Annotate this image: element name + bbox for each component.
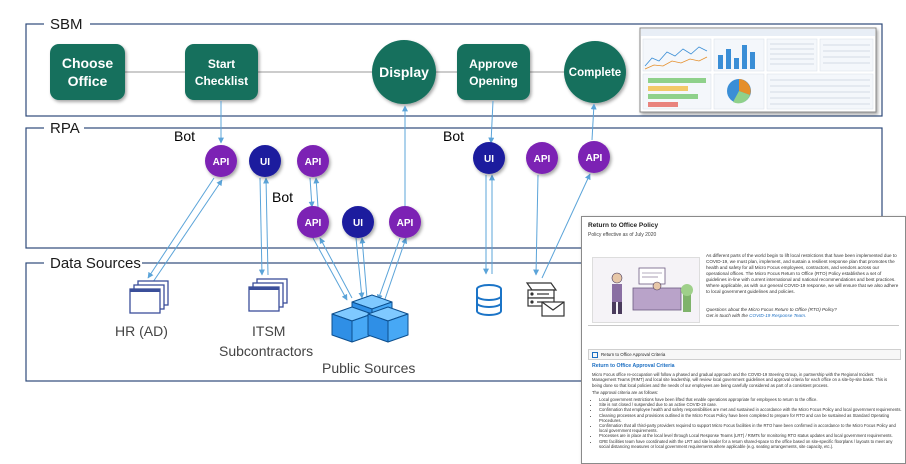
policy-title: Return to Office Policy xyxy=(588,222,659,229)
policy-contact-prefix: Get in touch with the xyxy=(706,313,748,318)
svg-text:Checklist: Checklist xyxy=(195,74,248,88)
svg-text:API: API xyxy=(305,218,322,229)
lane-label-rpa: RPA xyxy=(50,120,80,137)
mail-server-icon xyxy=(525,282,565,317)
svg-text:UI: UI xyxy=(260,157,270,168)
approval-criteria-toggle[interactable]: Return to Office Approval Criteria xyxy=(588,349,901,360)
api-node-5[interactable]: API xyxy=(526,142,558,174)
bot-label-2: Bot xyxy=(272,189,293,205)
ui-node-1[interactable]: UI xyxy=(249,145,281,177)
criteria-title: Return to Office Approval Criteria xyxy=(592,363,675,369)
source-label-public: Public Sources xyxy=(322,360,415,376)
step-start-checklist[interactable]: Start Checklist xyxy=(185,44,258,100)
bot-label-1: Bot xyxy=(174,128,195,144)
step-approve-opening[interactable]: Approve Opening xyxy=(457,44,530,100)
ui-node-3[interactable]: UI xyxy=(473,142,505,174)
criteria-item: Processes are in place at the local leve… xyxy=(599,433,904,438)
api-node-4[interactable]: API xyxy=(389,206,421,238)
lane-label-data-sources: Data Sources xyxy=(50,255,141,272)
step-display[interactable]: Display xyxy=(372,40,436,104)
policy-body: As different parts of the world begin to… xyxy=(706,253,899,294)
policy-questions: Questions about the Micro Focus Return t… xyxy=(706,307,901,319)
criteria-intro: The approval criteria are as follows: xyxy=(592,390,659,395)
api-node-2[interactable]: API xyxy=(297,145,329,177)
svg-text:Opening: Opening xyxy=(469,74,518,88)
svg-text:Office: Office xyxy=(68,73,108,89)
policy-divider xyxy=(588,325,899,326)
policy-effective-date: Policy effective as of July 2020 xyxy=(588,232,657,238)
policy-illustration xyxy=(592,257,700,323)
approval-criteria-toggle-label: Return to Office Approval Criteria xyxy=(601,352,666,357)
svg-text:Display: Display xyxy=(379,64,429,80)
svg-text:API: API xyxy=(213,157,230,168)
svg-text:API: API xyxy=(534,154,551,165)
source-label-itsm-1: ITSM xyxy=(252,323,285,339)
svg-text:API: API xyxy=(305,157,322,168)
api-node-3[interactable]: API xyxy=(297,206,329,238)
source-label-itsm-2: Subcontractors xyxy=(219,343,313,359)
svg-text:UI: UI xyxy=(484,154,494,165)
lane-label-sbm: SBM xyxy=(50,16,83,33)
svg-text:Approve: Approve xyxy=(469,57,518,71)
itsm-directory-icon xyxy=(248,278,288,312)
database-icon xyxy=(476,284,502,316)
flow-arrows xyxy=(147,100,597,303)
step-complete[interactable]: Complete xyxy=(564,41,626,103)
criteria-item: Confirmation that all third-party provid… xyxy=(599,423,904,433)
policy-contact-link[interactable]: COVID-19 Response Team. xyxy=(749,313,807,318)
reception-illustration-icon xyxy=(593,258,699,322)
svg-text:Start: Start xyxy=(208,57,235,71)
svg-text:UI: UI xyxy=(353,218,363,229)
lane-rpa: RPA xyxy=(25,119,883,249)
criteria-item: Cleaning processes and provisions outlin… xyxy=(599,413,904,423)
public-sources-cubes-icon xyxy=(331,294,409,343)
svg-text:Choose: Choose xyxy=(62,55,114,71)
criteria-item: Confirmation that employee health and sa… xyxy=(599,407,904,412)
criteria-item: GRE facilities team have coordinated wit… xyxy=(599,439,904,449)
svg-text:Complete: Complete xyxy=(569,67,621,79)
hr-directory-icon xyxy=(129,280,169,314)
criteria-item: Site is not closed / suspended due to an… xyxy=(599,402,904,407)
svg-text:API: API xyxy=(586,153,603,164)
svg-text:API: API xyxy=(397,218,414,229)
criteria-list: Local government restrictions have been … xyxy=(592,397,904,449)
dashboard-thumbnail xyxy=(639,27,877,113)
step-choose-office[interactable]: Choose Office xyxy=(50,44,125,100)
policy-question-text: Questions about the Micro Focus Return t… xyxy=(706,307,837,312)
toggle-checkbox-icon xyxy=(592,351,598,358)
api-node-1[interactable]: API xyxy=(205,145,237,177)
policy-document: Return to Office Policy Policy effective… xyxy=(581,216,906,464)
criteria-item: Local government restrictions have been … xyxy=(599,397,904,402)
criteria-text: Micro Focus office re-occupation will fo… xyxy=(592,372,888,388)
source-label-hr: HR (AD) xyxy=(115,323,168,339)
bot-label-3: Bot xyxy=(443,128,464,144)
api-node-6[interactable]: API xyxy=(578,141,610,173)
ui-node-2[interactable]: UI xyxy=(342,206,374,238)
